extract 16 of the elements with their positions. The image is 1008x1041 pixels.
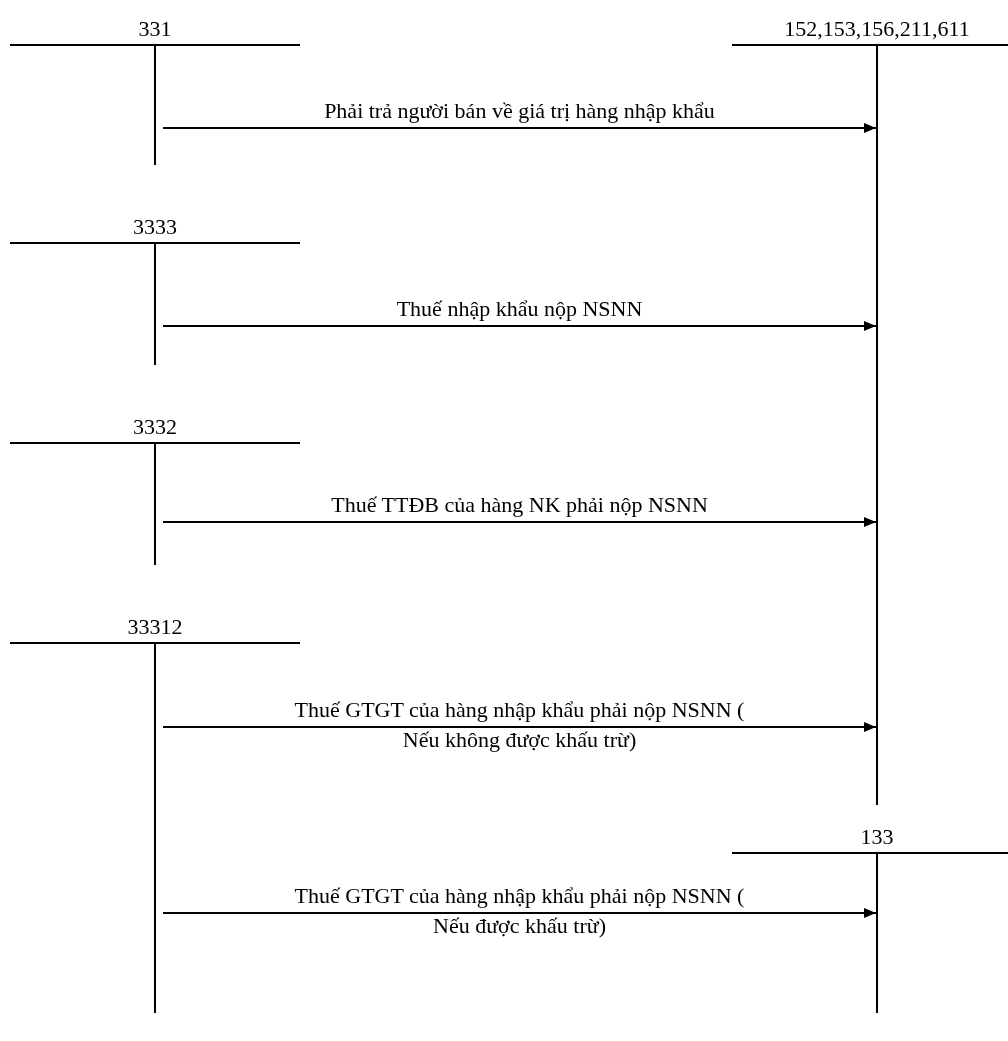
edge-label: Thuế nhập khẩu nộp NSNN — [396, 295, 643, 323]
arrow — [162, 722, 877, 732]
arrow — [162, 321, 877, 331]
edge-label: Phải trả người bán về giá trị hàng nhập khẩu — [324, 97, 715, 125]
edge-label: Thuế GTGT của hàng nhập khẩu phải nộp NSNN ( Nếu được khấu trừ) — [293, 882, 746, 940]
edge-label: Thuế GTGT của hàng nhập khẩu phải nộp NSNN ( Nếu không được khấu trừ) — [293, 696, 746, 754]
account-number: 152,153,156,211,611 — [784, 16, 970, 42]
account-number: 331 — [138, 16, 172, 42]
arrow — [162, 123, 877, 133]
account-number: 33312 — [127, 614, 183, 640]
arrow — [162, 517, 877, 527]
arrow — [162, 908, 877, 918]
account-number: 3333 — [133, 214, 177, 240]
edge-label: Thuế TTĐB của hàng NK phải nộp NSNN — [331, 491, 708, 519]
account-number: 133 — [860, 824, 894, 850]
account-number: 3332 — [133, 414, 177, 440]
